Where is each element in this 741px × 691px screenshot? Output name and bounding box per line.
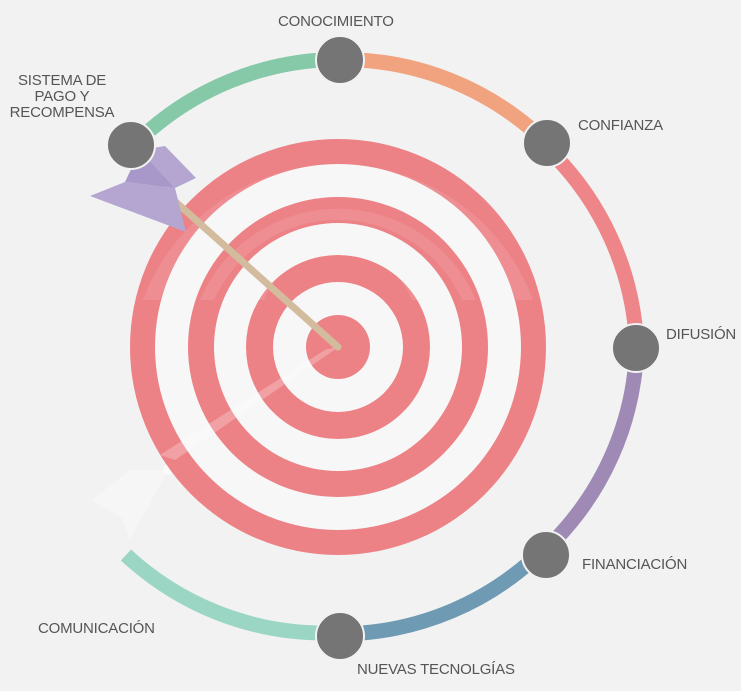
label-comunicacion: COMUNICACIÓN xyxy=(38,620,155,637)
arc-segment-sistema xyxy=(145,52,323,136)
node-confianza xyxy=(522,118,572,168)
label-sistema-line-2: PAGO Y xyxy=(34,88,90,105)
node-difusion xyxy=(611,323,661,373)
arc-segment-conocimiento xyxy=(357,52,535,134)
arc-segment-financiacion xyxy=(361,556,535,641)
stage-nodes xyxy=(106,35,661,661)
node-sistema xyxy=(106,120,156,170)
arc-segment-difusion xyxy=(549,359,644,546)
label-sistema-line-3: RECOMPENSA xyxy=(9,104,115,121)
label-sistema-line-1: SISTEMA DE xyxy=(17,72,107,89)
arrow-fletching-upper xyxy=(140,146,196,188)
label-confianza: CONFIANZA xyxy=(578,117,663,134)
node-financiacion xyxy=(521,530,571,580)
node-nuevas-tecnologias xyxy=(315,611,365,661)
arrow-fletching-lower xyxy=(90,182,186,232)
cycle-ring xyxy=(120,52,644,641)
arc-segment-confianza xyxy=(548,149,644,336)
arc-segment-comunicacion xyxy=(120,549,323,641)
label-difusion: DIFUSIÓN xyxy=(666,326,737,343)
node-conocimiento xyxy=(315,35,365,85)
label-conocimiento: CONOCIMIENTO xyxy=(278,13,394,30)
label-nuevas-tecnologias: NUEVAS TECNOLGÍAS xyxy=(357,661,515,678)
label-sistema-de-pago-y-recompensa: SISTEMA DE PAGO Y RECOMPENSA xyxy=(6,73,118,121)
label-financiacion: FINANCIACIÓN xyxy=(582,556,688,573)
